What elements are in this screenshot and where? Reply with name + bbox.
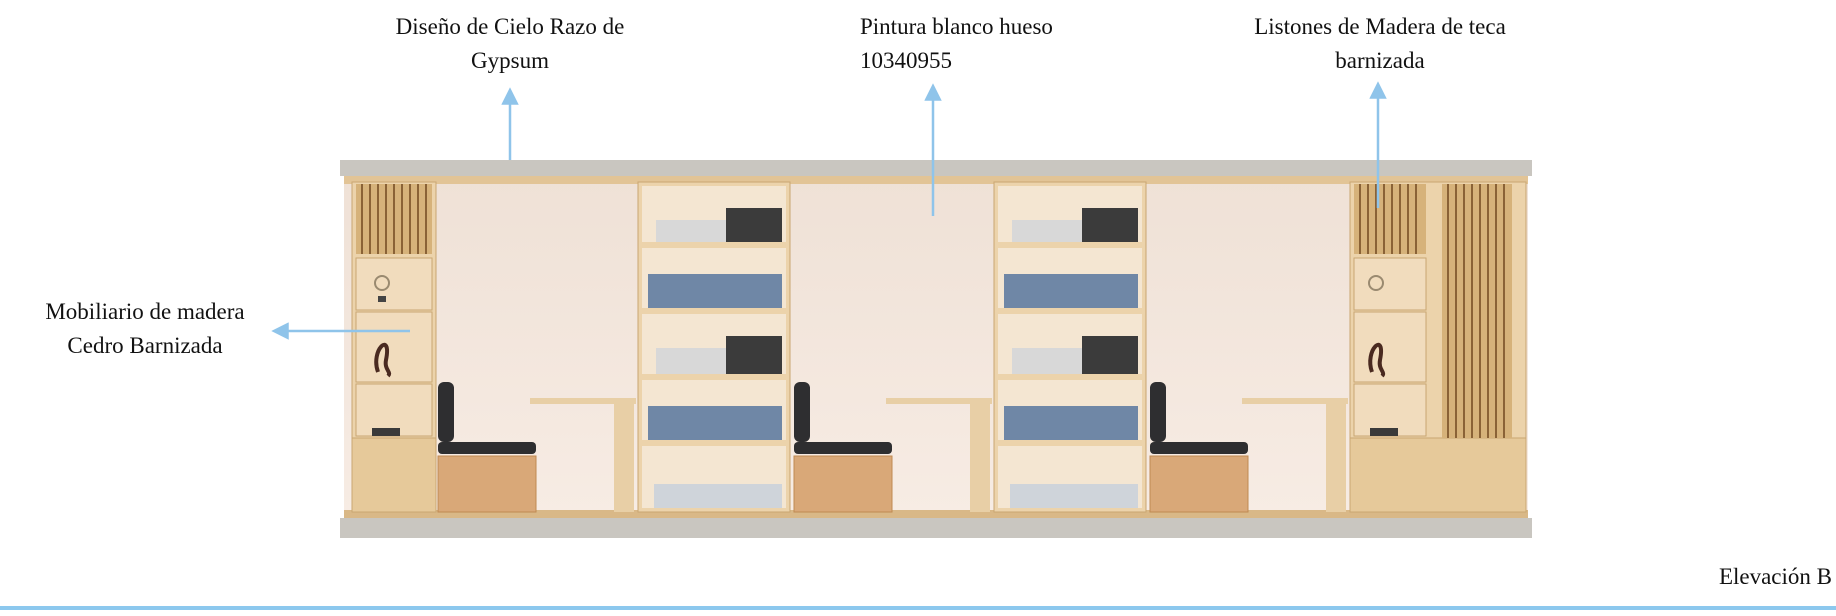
label-ceiling-design: Diseño de Cielo Razo de Gypsum [360, 10, 660, 78]
seat-nook-1 [437, 382, 636, 513]
ceiling-strip [340, 160, 1532, 176]
label-paint-line2: 10340955 [860, 48, 952, 73]
label-paint: Pintura blanco hueso 10340955 [860, 10, 1150, 78]
books-row [648, 208, 782, 508]
top-beam [344, 176, 1528, 184]
left-slats [356, 184, 432, 254]
label-furniture-line2: Cedro Barnizada [67, 333, 223, 358]
floor-strip [340, 518, 1532, 538]
label-furniture-line1: Mobiliario de madera [45, 299, 245, 324]
seat-nook-2 [793, 382, 992, 513]
label-slats-line1: Listones de Madera de teca [1254, 14, 1506, 39]
label-wood-slats: Listones de Madera de teca barnizada [1210, 10, 1550, 78]
seat-nook-3 [1149, 382, 1348, 513]
books-row [1004, 208, 1138, 508]
right-cabinet [1349, 181, 1527, 513]
label-slats-line2: barnizada [1335, 48, 1425, 73]
base-beam [344, 510, 1528, 518]
bookshelf-1 [637, 181, 791, 513]
right-tall-slats [1442, 184, 1512, 438]
label-ceiling-line2: Gypsum [471, 48, 549, 73]
label-ceiling-line1: Diseño de Cielo Razo de [395, 14, 625, 39]
label-furniture: Mobiliario de madera Cedro Barnizada [10, 295, 280, 363]
bookshelf-2 [993, 181, 1147, 513]
right-slats [1354, 184, 1426, 254]
label-paint-line1: Pintura blanco hueso [860, 14, 1053, 39]
baseline [0, 606, 1836, 610]
left-cabinet [351, 181, 437, 513]
elevation-title: Elevación B [1718, 564, 1832, 589]
